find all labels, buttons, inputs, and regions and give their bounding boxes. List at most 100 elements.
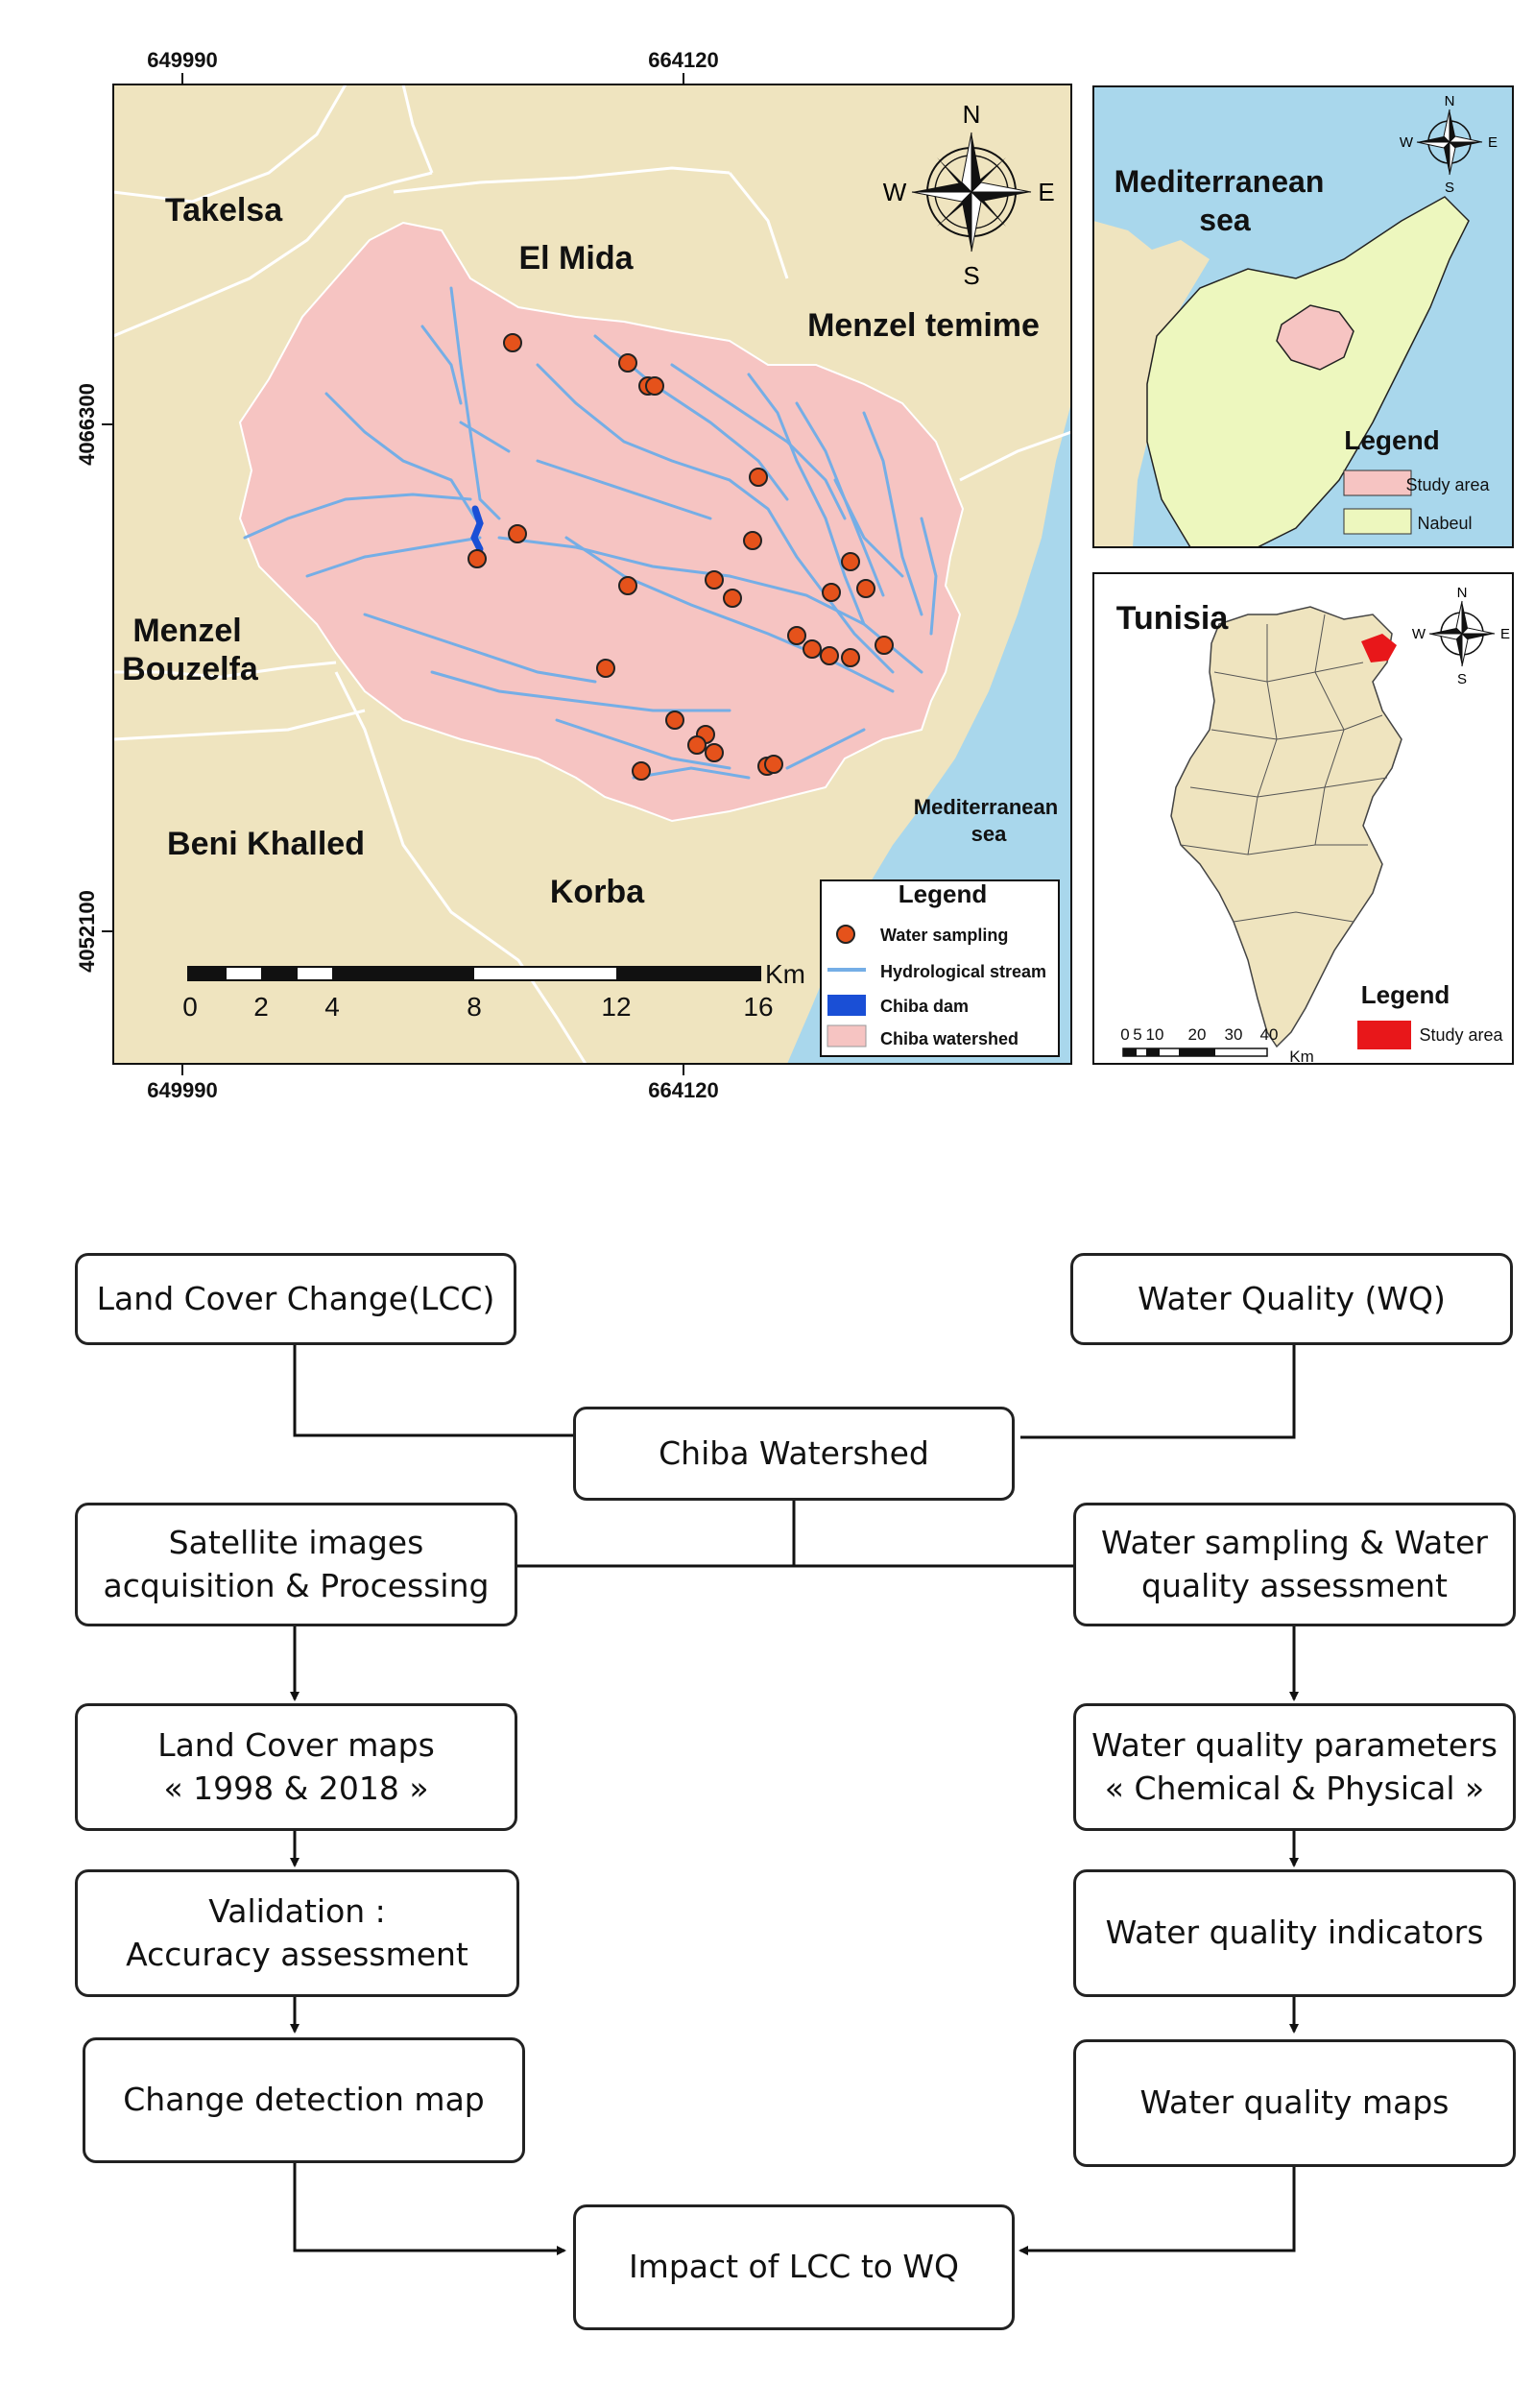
- box-water-sampling: Water sampling & Water quality assessmen…: [1073, 1503, 1516, 1626]
- compass-n: N: [963, 100, 981, 129]
- legend-dam-symbol: [827, 995, 866, 1016]
- scale-tick: 0: [1120, 1025, 1129, 1044]
- label-sea-1: Mediterranean: [914, 795, 1058, 819]
- box-label: Land Cover Change(LCC): [96, 1279, 495, 1317]
- box-land-cover-change: Land Cover Change(LCC): [75, 1253, 516, 1345]
- sample-point: [508, 524, 527, 543]
- label-menzel-temime: Menzel temime: [807, 307, 1040, 344]
- inset-nabeul: Mediterranean sea N S E W Legend Study a…: [1092, 85, 1514, 548]
- sample-point: [705, 570, 724, 590]
- legend-sample-symbol: [836, 925, 855, 944]
- box-label: Land Cover maps « 1998 & 2018 »: [157, 1725, 435, 1807]
- tunisia-legend-title: Legend: [1361, 980, 1450, 1009]
- main-legend: Legend Water sampling Hydrological strea…: [820, 879, 1060, 1057]
- box-label: Water quality parameters « Chemical & Ph…: [1091, 1725, 1498, 1807]
- scale-tick: 12: [601, 992, 631, 1022]
- box-label: Chiba Watershed: [659, 1433, 929, 1472]
- sample-point: [764, 755, 783, 774]
- box-satellite-images: Satellite images acquisition & Processin…: [75, 1503, 517, 1626]
- sample-point: [820, 646, 839, 665]
- nabeul-legend-item: Nabeul: [1417, 514, 1472, 533]
- top-coord-1: 649990: [147, 48, 217, 72]
- scale-tick: 0: [182, 992, 198, 1022]
- box-label: Validation : Accuracy assessment: [126, 1891, 468, 1973]
- scale-tick: 30: [1225, 1025, 1243, 1044]
- sample-point: [822, 583, 841, 602]
- compass-rose-icon: N S E W: [1412, 585, 1510, 687]
- compass-w: W: [883, 178, 907, 206]
- legend-watershed-symbol: [827, 1024, 867, 1047]
- box-change-detection-map: Change detection map: [83, 2037, 525, 2163]
- label-takelsa: Takelsa: [165, 192, 283, 229]
- main-map: 649990 664120 649990 664120 4066300 4052…: [75, 48, 1514, 1102]
- box-label: Satellite images acquisition & Processin…: [103, 1523, 490, 1604]
- tunisia-title: Tunisia: [1116, 600, 1230, 637]
- compass-n: N: [1445, 93, 1455, 109]
- label-beni-khalled: Beni Khalled: [167, 826, 365, 862]
- scale-tick: 8: [467, 992, 482, 1022]
- sample-point: [841, 552, 860, 571]
- scale-tick: 2: [253, 992, 269, 1022]
- compass-w: W: [1400, 134, 1414, 151]
- chiba-watershed: [238, 221, 965, 823]
- scale-tick: 16: [743, 992, 773, 1022]
- box-validation: Validation : Accuracy assessment: [75, 1869, 519, 1997]
- water-sampling-points: [467, 333, 894, 781]
- compass-n: N: [1457, 585, 1468, 601]
- compass-e: E: [1500, 626, 1510, 642]
- compass-w: W: [1412, 626, 1426, 642]
- label-menzel: Menzel: [132, 613, 241, 649]
- sample-point: [749, 468, 768, 487]
- left-coord-1: 4066300: [75, 383, 99, 466]
- bottom-coord-2: 664120: [648, 1078, 718, 1102]
- tunisia-legend-item: Study area: [1419, 1025, 1503, 1045]
- sample-point: [467, 549, 487, 568]
- tunisia-scale-bar: 0 5 10 20 30 40 Km: [1120, 1025, 1313, 1066]
- box-chiba-watershed: Chiba Watershed: [573, 1407, 1015, 1501]
- sample-point: [723, 589, 742, 608]
- sample-point: [618, 576, 637, 595]
- sample-point: [787, 626, 806, 645]
- sample-point: [632, 761, 651, 781]
- top-coord-2: 664120: [648, 48, 718, 72]
- chiba-dam: [470, 505, 484, 553]
- box-label: Water quality maps: [1139, 2083, 1450, 2122]
- compass-s: S: [963, 261, 979, 290]
- label-korba: Korba: [550, 874, 645, 910]
- scale-unit: Km: [765, 959, 805, 989]
- compass-rose-icon: N S E W: [883, 100, 1055, 290]
- sample-point: [841, 648, 860, 667]
- nabeul-study-area: [1276, 304, 1354, 371]
- scale-tick: 20: [1188, 1025, 1207, 1044]
- legend-study-symbol: [1343, 470, 1412, 496]
- compass-s: S: [1457, 671, 1467, 687]
- nabeul-sea-label-2: sea: [1199, 203, 1251, 237]
- scale-tick: 10: [1146, 1025, 1164, 1044]
- scale-bar: 0 2 4 8 12 16 Km: [182, 959, 805, 1022]
- box-wq-indicators: Water quality indicators: [1073, 1869, 1516, 1997]
- box-label: Water Quality (WQ): [1138, 1279, 1446, 1317]
- sample-point: [687, 735, 707, 755]
- tunisia-country: [1170, 606, 1402, 1048]
- scale-unit: Km: [1289, 1047, 1314, 1066]
- hydrological-streams: [243, 286, 938, 780]
- box-impact: Impact of LCC to WQ: [573, 2204, 1015, 2330]
- tunisia-study-area: [1361, 634, 1397, 662]
- legend-item: Chiba watershed: [880, 1029, 1019, 1048]
- sample-point: [743, 531, 762, 550]
- bottom-coord-1: 649990: [147, 1078, 217, 1102]
- sample-point: [803, 639, 822, 659]
- label-el-mida: El Mida: [518, 240, 634, 277]
- box-wq-maps: Water quality maps: [1073, 2039, 1516, 2167]
- nabeul-legend-item: Study area: [1405, 475, 1490, 494]
- sample-point: [618, 353, 637, 373]
- inset-tunisia: Tunisia N S E W Legend Study area 0 5 10…: [1092, 572, 1514, 1066]
- sample-point: [645, 376, 664, 396]
- sample-point: [596, 659, 615, 678]
- left-coord-2: 4052100: [75, 890, 99, 973]
- legend-item: Water sampling: [880, 926, 1008, 945]
- box-wq-parameters: Water quality parameters « Chemical & Ph…: [1073, 1703, 1516, 1831]
- box-label: Water quality indicators: [1105, 1914, 1484, 1952]
- sample-point: [705, 743, 724, 762]
- label-sea-2: sea: [971, 822, 1007, 846]
